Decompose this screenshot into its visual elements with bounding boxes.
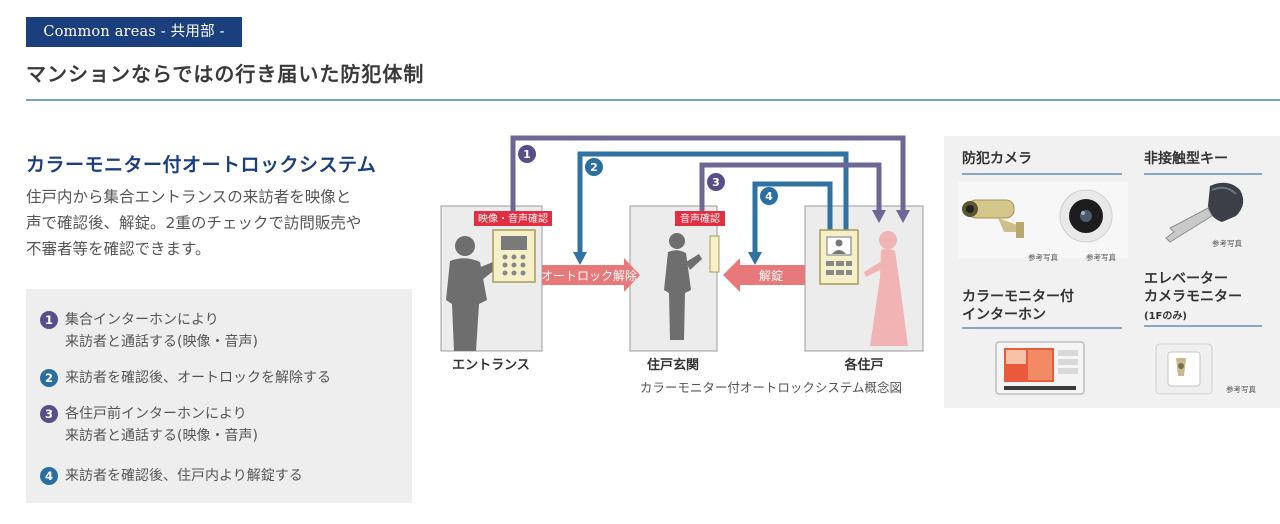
description-line: 声で確認後、解錠。2重のチェックで訪問販売や bbox=[26, 214, 362, 232]
section-badge: Common areas - 共用部 - bbox=[26, 17, 242, 47]
panel-label-residence: 各住戸 bbox=[843, 357, 883, 373]
svg-text:2: 2 bbox=[590, 161, 598, 174]
page-title: マンションならではの行き届いた防犯体制 bbox=[26, 62, 425, 86]
features-panel: 防犯カメラ 参考写真 参考写真 非接触型キー 参考写真 カラーモニター付 インタ… bbox=[944, 136, 1280, 408]
unlock-label: 解錠 bbox=[759, 268, 783, 283]
feature-title-camera: 防犯カメラ bbox=[962, 151, 1032, 167]
route-line-2 bbox=[577, 151, 849, 254]
security-camera-image bbox=[958, 182, 1128, 258]
tag-door-label: 音声確認 bbox=[680, 212, 720, 225]
non-contact-key-icon bbox=[1165, 182, 1244, 243]
photo-note: 参考写真 bbox=[1212, 239, 1242, 248]
step-number-badge: 4 bbox=[40, 467, 58, 485]
elevator-camera-image bbox=[1155, 343, 1213, 395]
door-intercom bbox=[709, 235, 720, 273]
svg-text:4: 4 bbox=[765, 190, 773, 203]
svg-text:1: 1 bbox=[523, 148, 531, 161]
resident-silhouette bbox=[864, 231, 908, 346]
route-number-3: 3 bbox=[707, 173, 725, 191]
step-number-badge: 1 bbox=[40, 311, 58, 329]
route-number-4: 4 bbox=[760, 187, 778, 205]
route-number-1: 1 bbox=[518, 145, 536, 163]
step-number-badge: 3 bbox=[40, 405, 58, 423]
photo-note: 参考写真 bbox=[1086, 253, 1116, 262]
unlock-arrow bbox=[723, 258, 805, 292]
photo-note: 参考写真 bbox=[1028, 253, 1058, 262]
section-description: 住戸内から集合エントランスの来訪者を映像と 声で確認後、解錠。2重のチェックで訪… bbox=[26, 184, 416, 262]
autolock-release-arrow bbox=[542, 258, 640, 292]
bullet-camera-icon bbox=[962, 199, 1024, 238]
feature-rule bbox=[1144, 325, 1262, 327]
step-number-badge: 2 bbox=[40, 369, 58, 387]
panel-label-door: 住戸玄関 bbox=[647, 357, 699, 373]
photo-note: 参考写真 bbox=[1226, 385, 1256, 394]
feature-rule bbox=[1144, 173, 1262, 175]
step-text: 集合インターホンにより bbox=[65, 312, 219, 328]
feature-title-elevator-2: カメラモニター bbox=[1144, 289, 1242, 305]
dome-camera-icon bbox=[1059, 189, 1113, 243]
door-visitor-silhouette bbox=[664, 233, 702, 340]
feature-elevator-sub: (1Fのみ) bbox=[1144, 311, 1187, 322]
feature-title-key: 非接触型キー bbox=[1144, 151, 1228, 167]
feature-rule bbox=[962, 327, 1122, 329]
tag-door bbox=[675, 211, 725, 226]
route-line-4 bbox=[752, 181, 833, 254]
entrance-intercom bbox=[492, 229, 536, 283]
residence-monitor bbox=[819, 229, 859, 285]
tag-entrance bbox=[474, 211, 552, 226]
step-4: 4 来訪者を確認後、住戸内より解錠する bbox=[40, 465, 303, 487]
description-line: 不審者等を確認できます。 bbox=[26, 240, 211, 258]
feature-rule bbox=[962, 173, 1122, 175]
step-text: 来訪者と通話する(映像・音声) bbox=[65, 334, 258, 350]
svg-text:3: 3 bbox=[712, 176, 720, 189]
step-1: 1 集合インターホンにより 来訪者と通話する(映像・音声) bbox=[40, 309, 258, 353]
tag-entrance-label: 映像・音声確認 bbox=[478, 212, 548, 225]
step-2: 2 来訪者を確認後、オートロックを解除する bbox=[40, 367, 331, 389]
description-line: 住戸内から集合エントランスの来訪者を映像と bbox=[26, 188, 352, 206]
step-text: 来訪者を確認後、オートロックを解除する bbox=[65, 370, 331, 386]
autolock-diagram: 1 2 3 4 映像・音声確認 オートロック解除 音声確認 bbox=[440, 135, 924, 395]
step-3: 3 各住戸前インターホンにより 来訪者と通話する(映像・音声) bbox=[40, 403, 258, 447]
step-text: 各住戸前インターホンにより bbox=[65, 406, 247, 422]
title-divider bbox=[26, 99, 1280, 101]
step-text: 来訪者と通話する(映像・音声) bbox=[65, 428, 258, 444]
route-number-2: 2 bbox=[585, 158, 603, 176]
route-line-1 bbox=[510, 135, 906, 212]
autolock-release-label: オートロック解除 bbox=[541, 268, 637, 283]
steps-box: 1 集合インターホンにより 来訪者と通話する(映像・音声) 2 来訪者を確認後、… bbox=[26, 289, 412, 503]
feature-title-elevator-1: エレベーター bbox=[1144, 271, 1228, 287]
visitor-silhouette bbox=[446, 236, 497, 351]
section-title: カラーモニター付オートロックシステム bbox=[26, 154, 377, 176]
intercom-monitor-image bbox=[995, 341, 1085, 395]
feature-title-intercom-1: カラーモニター付 bbox=[962, 289, 1074, 305]
feature-title-intercom-2: インターホン bbox=[962, 307, 1046, 323]
route-line-3 bbox=[699, 162, 882, 212]
route-arrowheads bbox=[573, 210, 910, 265]
step-text: 来訪者を確認後、住戸内より解錠する bbox=[65, 468, 303, 484]
diagram-caption: カラーモニター付オートロックシステム概念図 bbox=[640, 380, 902, 395]
panel-label-entrance: エントランス bbox=[452, 358, 530, 373]
